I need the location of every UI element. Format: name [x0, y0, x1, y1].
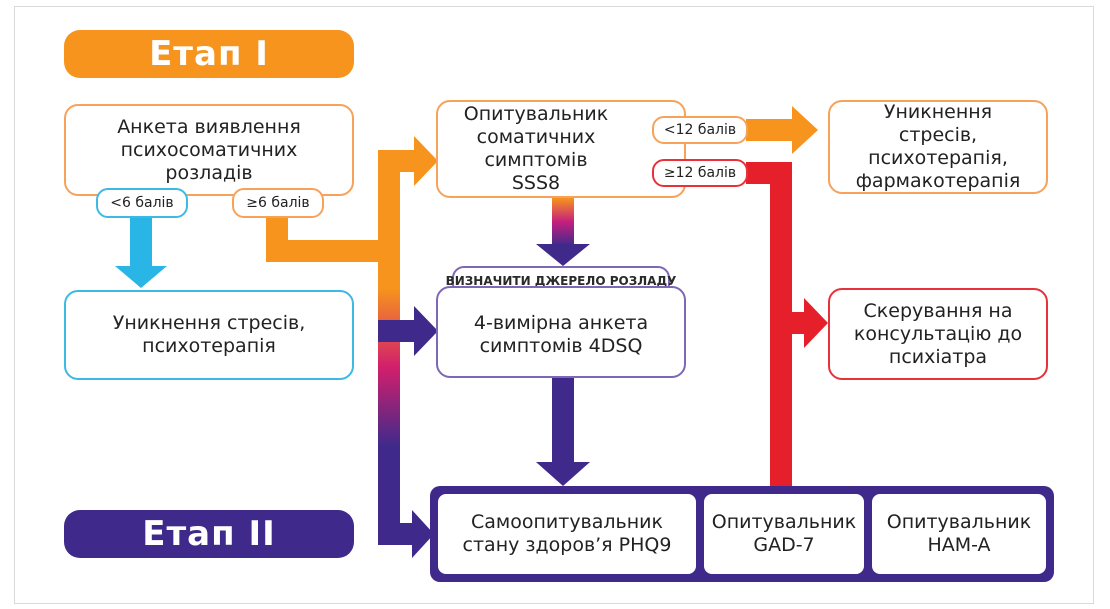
arrow-4dsq-to-phq9: [536, 378, 590, 486]
badge-ge6: ≥6 балів: [232, 188, 324, 218]
questionnaire-psychosomatic-box: Анкета виявлення психосоматичних розладі…: [64, 104, 354, 196]
outcome-stress-psychotherapy-box: Уникнення стресів, психотерапія: [64, 290, 354, 380]
sss8-box: Опитувальник соматичних симптомів SSS8: [436, 100, 686, 198]
arrow-lt6-down: [115, 218, 167, 288]
gad7-box: Опитувальник GAD-7: [704, 494, 864, 574]
4dsq-box: 4-вимірна анкета симптомів 4DSQ: [436, 286, 686, 378]
hama-box: Опитувальник HAM-A: [872, 494, 1046, 574]
referral-psychiatrist-box: Скерування на консультацію до психіатра: [828, 288, 1048, 380]
outcome-stress-psycho-pharma-box: Уникнення стресів, психотерапія, фармако…: [828, 100, 1048, 194]
arrow-sss8-to-4dsq: [536, 198, 590, 266]
badge-ge12: ≥12 балів: [652, 159, 748, 187]
diagram-frame: [14, 6, 1094, 604]
badge-lt12: <12 балів: [652, 116, 748, 144]
arrow-lt12-right: [746, 106, 818, 154]
arrow-ge6-path: [266, 136, 438, 558]
badge-lt6: <6 балів: [96, 188, 188, 218]
arrow-ge12-path: [746, 162, 828, 492]
stage-1-label: Етап І: [64, 30, 354, 78]
phq9-box: Самоопитувальник стану здоров’я PHQ9: [438, 494, 696, 574]
stage-2-label: Етап ІІ: [64, 510, 354, 558]
